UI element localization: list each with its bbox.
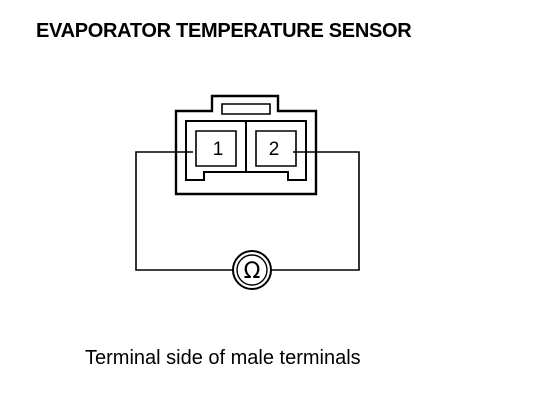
diagram-title: EVAPORATOR TEMPERATURE SENSOR: [36, 20, 412, 42]
ohmmeter-outer-ring: [232, 250, 272, 290]
connector-latch: [221, 103, 271, 115]
terminal-1-label: 1: [213, 139, 224, 160]
terminal-1-pocket: [195, 130, 237, 167]
connector-housing: [174, 94, 318, 196]
lead-terminal-1: [135, 151, 234, 271]
ohmmeter: Ω: [232, 250, 272, 290]
diagram-caption: Terminal side of male terminals: [85, 347, 361, 369]
connector-outer-shell: [174, 94, 318, 196]
ohm-symbol: Ω: [244, 259, 261, 284]
terminal-2-pocket: [255, 130, 297, 167]
test-wiring: [135, 151, 360, 271]
lead-terminal-2: [271, 151, 360, 271]
connector-inner-cavity: [185, 120, 307, 181]
ohmmeter-inner-ring: [236, 254, 268, 286]
terminal-2-label: 2: [269, 139, 280, 160]
